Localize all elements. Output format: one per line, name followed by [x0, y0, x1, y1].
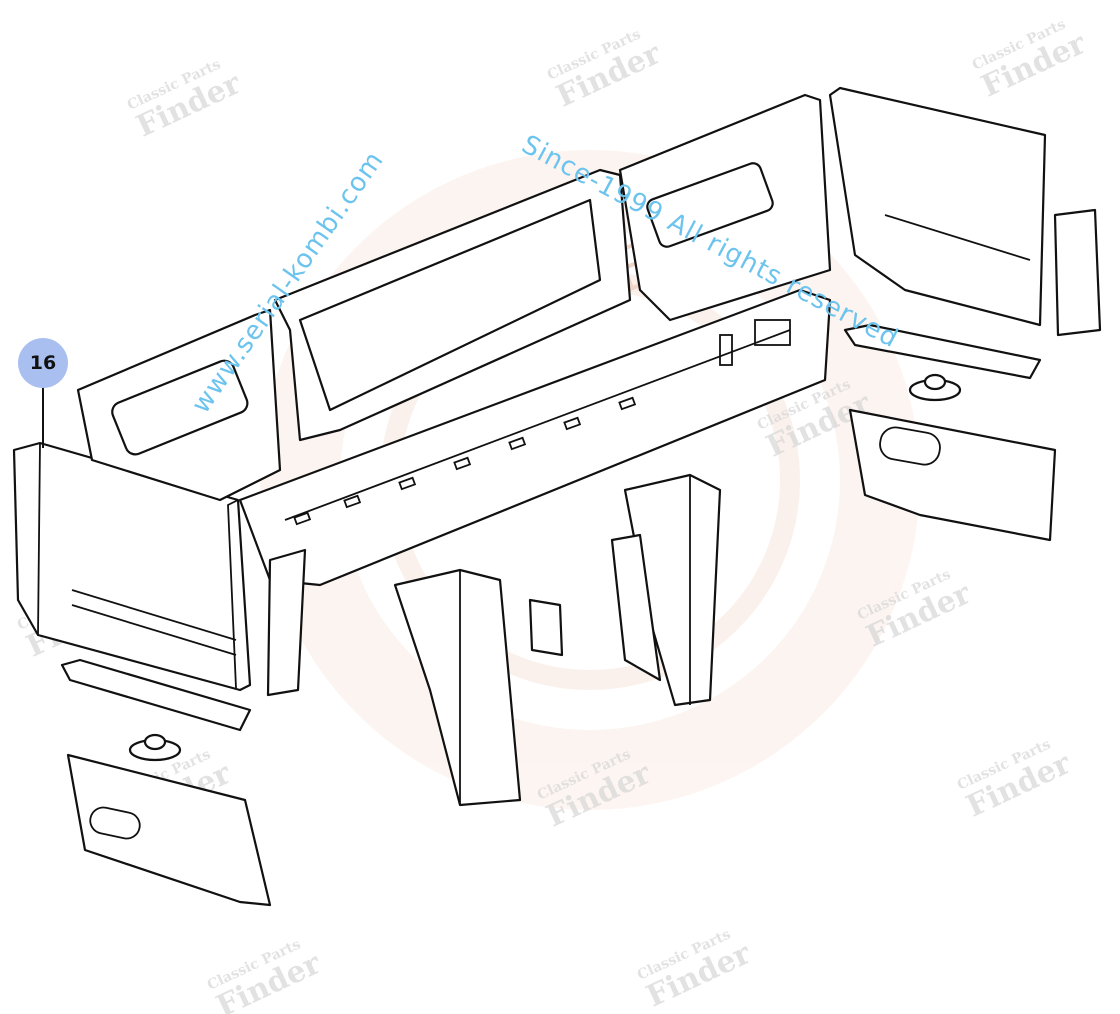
small-mount-bracket	[528, 598, 564, 657]
left-corner-panel	[12, 441, 252, 692]
right-corner-panel	[828, 86, 1047, 327]
right-window-panel	[618, 93, 832, 322]
valance-slots	[293, 319, 791, 526]
left-lower-panel	[66, 753, 272, 907]
center-outrigger-left	[393, 568, 522, 807]
right-small-bracket	[1053, 208, 1102, 337]
left-window-panel	[76, 308, 282, 502]
center-outrigger-right	[610, 473, 722, 707]
left-jack-support	[60, 658, 252, 762]
center-window-frame	[273, 168, 632, 442]
left-pillar-bracket	[266, 548, 307, 697]
right-lower-panel	[848, 408, 1057, 542]
callout-leader-line	[42, 388, 44, 448]
part-callout-16[interactable]: 16	[18, 338, 68, 388]
right-jack-support	[843, 323, 1042, 402]
